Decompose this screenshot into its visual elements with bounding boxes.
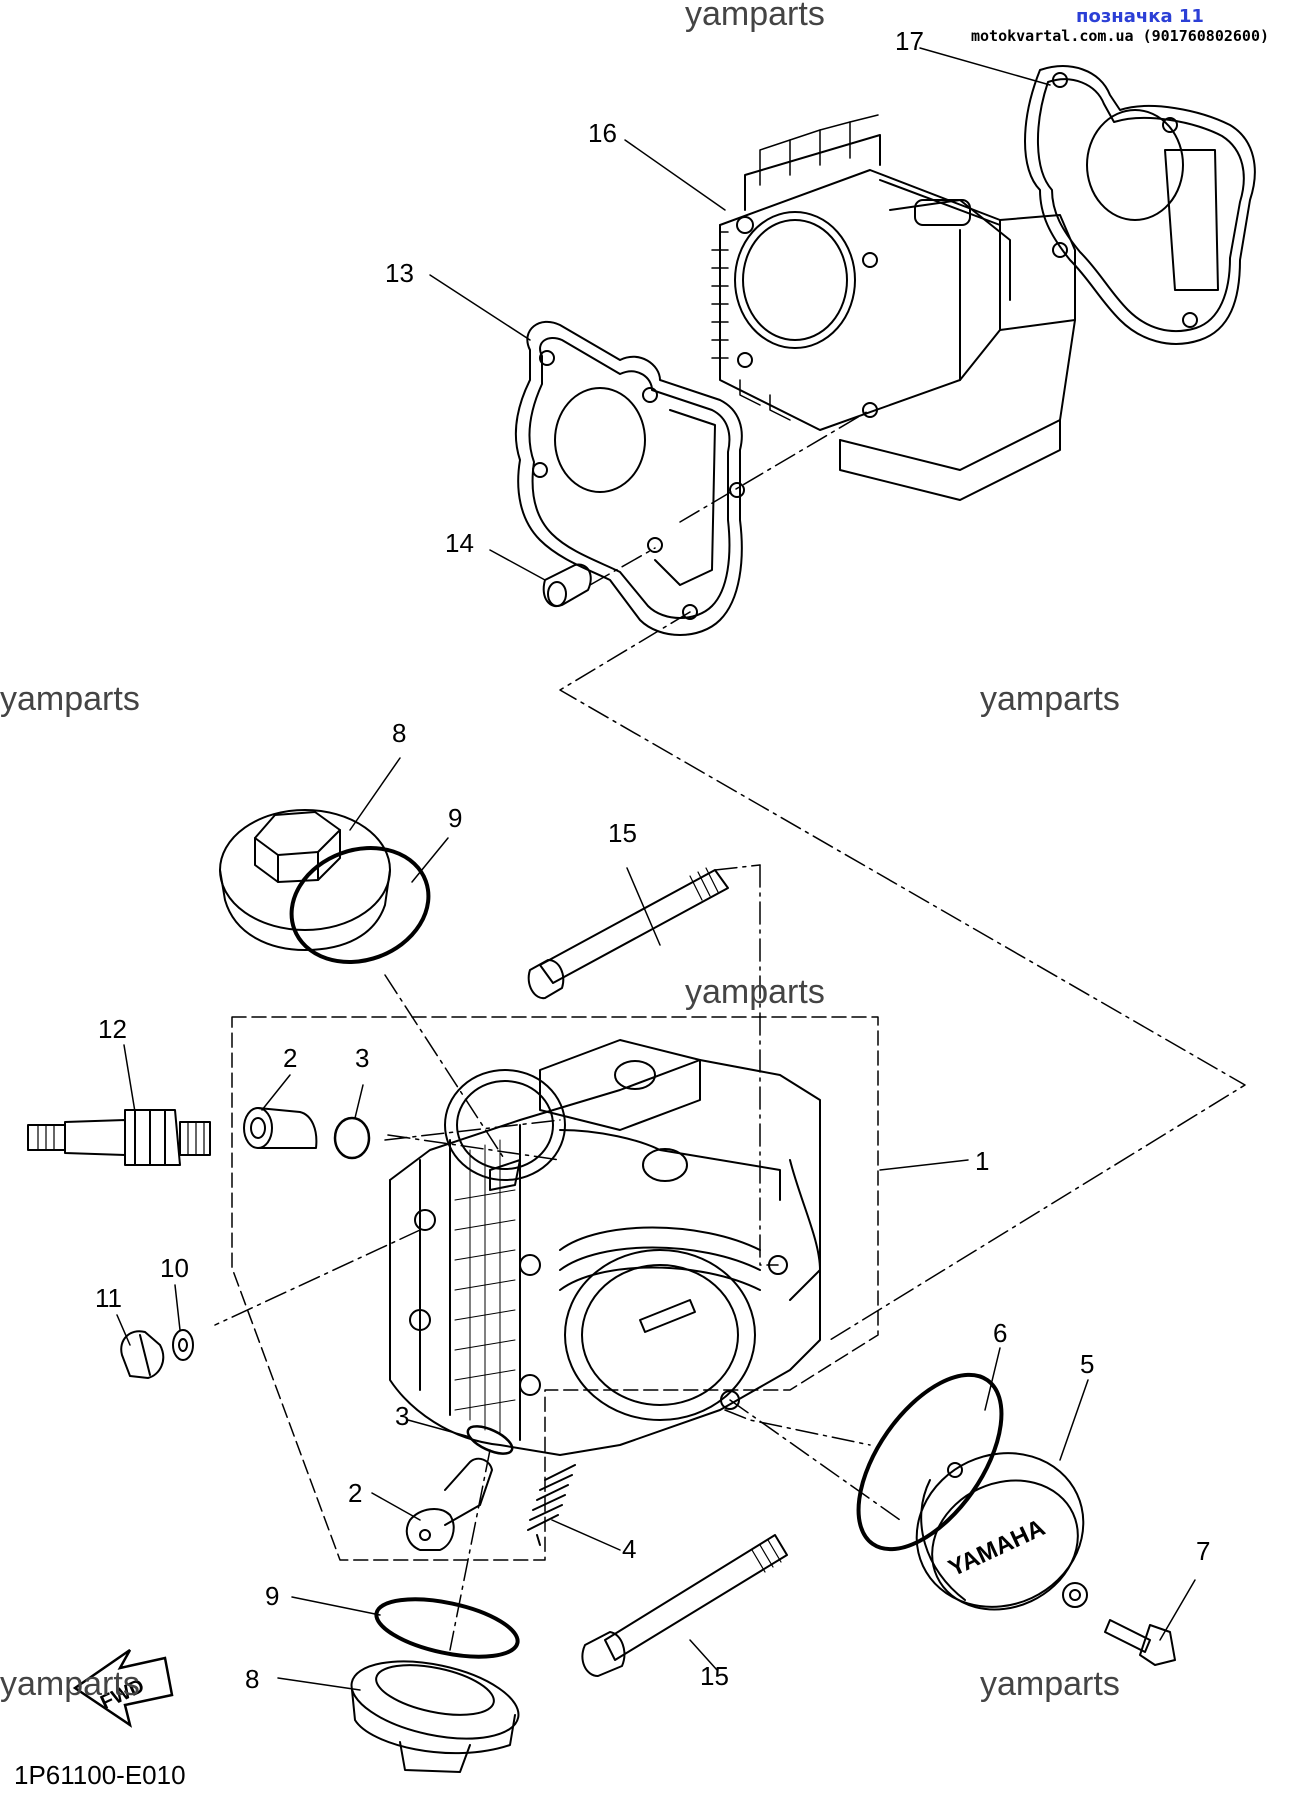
- part-2-plug-lower: [407, 1459, 492, 1550]
- part-9-oring-upper: [275, 829, 444, 980]
- yamaha-logo: YAMAHA: [944, 1514, 1049, 1582]
- watermark-middle: yamparts: [685, 973, 825, 1011]
- part-1-cylinder-head: [390, 1040, 820, 1455]
- part-15-bolt-lower: [582, 1535, 787, 1676]
- part-5-cover: [891, 1426, 1108, 1634]
- part-12-spark-plug: [28, 1110, 210, 1165]
- callout-9-upper: 9: [448, 803, 462, 833]
- part-7-bolt: [1105, 1620, 1175, 1665]
- watermark-left: yamparts: [0, 680, 140, 718]
- callout-1: 1: [975, 1146, 989, 1176]
- part-14-dowel: [544, 565, 591, 607]
- part-8-cap-upper: [220, 810, 390, 950]
- callout-3-lower: 3: [395, 1401, 409, 1431]
- callout-12: 12: [98, 1014, 127, 1044]
- callout-2-lower: 2: [348, 1478, 362, 1508]
- part-16-cylinder: [712, 115, 1075, 500]
- part-11-cap-nut: [121, 1331, 163, 1378]
- callout-14: 14: [445, 528, 474, 558]
- watermark-top: yamparts: [685, 0, 825, 33]
- callout-15-upper: 15: [608, 818, 637, 848]
- part-1-boundary: [232, 1017, 878, 1560]
- callout-15-lower: 15: [700, 1661, 729, 1691]
- part-13-gasket: [516, 322, 744, 635]
- part-17-gasket: [1025, 66, 1255, 344]
- watermark-right: yamparts: [980, 680, 1120, 718]
- callout-16: 16: [588, 118, 617, 148]
- tag-label: позначка 11: [1076, 6, 1204, 27]
- part-3-oring-upper: [335, 1118, 369, 1158]
- callout-17: 17: [895, 26, 924, 56]
- callout-7: 7: [1196, 1536, 1210, 1566]
- callout-2-upper: 2: [283, 1043, 297, 1073]
- callout-5: 5: [1080, 1349, 1094, 1379]
- part-4-spring: [528, 1465, 575, 1545]
- watermark-bottom-right: yamparts: [980, 1665, 1120, 1703]
- callout-8-upper: 8: [392, 718, 406, 748]
- callout-3-upper: 3: [355, 1043, 369, 1073]
- callout-9-lower: 9: [265, 1581, 279, 1611]
- part-10-washer: [173, 1330, 193, 1360]
- part-9-oring-lower: [371, 1589, 522, 1668]
- part-8-cap-lower: [345, 1648, 526, 1772]
- source-line: motokvartal.com.ua (901760802600): [970, 27, 1269, 45]
- diagram-code: 1P61100-E010: [14, 1760, 186, 1790]
- callout-8-lower: 8: [245, 1664, 259, 1694]
- watermark-bottom-left: yamparts: [0, 1665, 140, 1703]
- callout-11: 11: [95, 1283, 122, 1313]
- callout-13: 13: [385, 258, 414, 288]
- part-15-bolt-upper: [529, 868, 728, 998]
- part-3-oring-lower: [464, 1421, 516, 1459]
- callout-10: 10: [160, 1253, 189, 1283]
- callout-4: 4: [622, 1534, 636, 1564]
- callout-6: 6: [993, 1318, 1007, 1348]
- part-2-plug-upper: [244, 1108, 316, 1148]
